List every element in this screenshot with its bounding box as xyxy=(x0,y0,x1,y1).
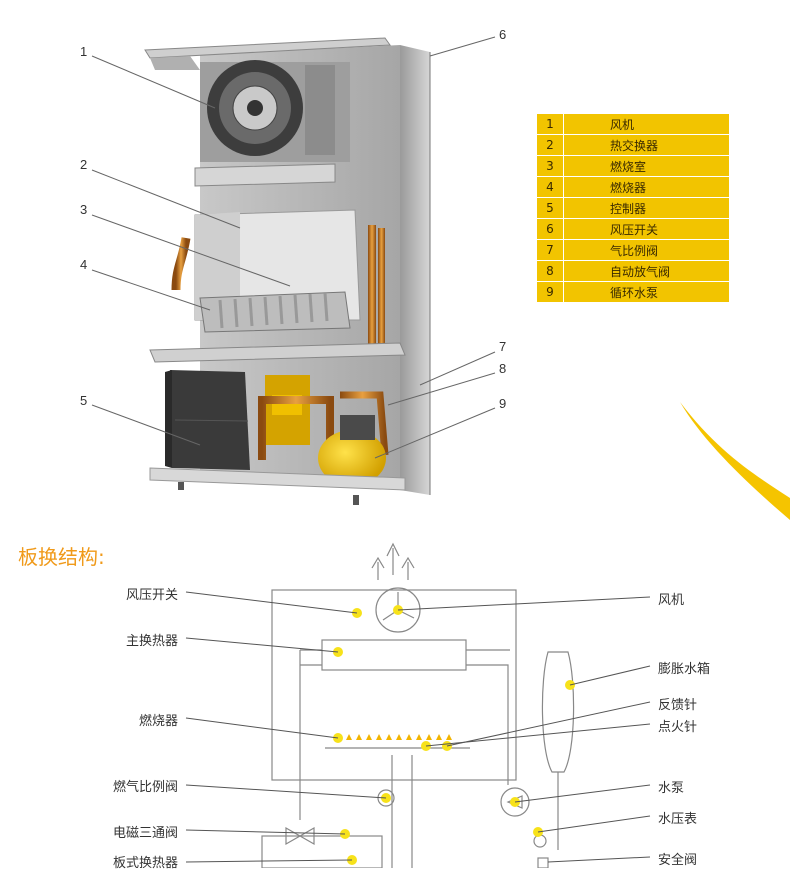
legend-num: 6 xyxy=(536,218,564,240)
legend-label: 控制器 xyxy=(563,197,730,219)
legend-label: 气比例阀 xyxy=(563,239,730,261)
label-expansion-tank: 膨胀水箱 xyxy=(658,662,711,677)
fan-unit xyxy=(200,60,350,162)
legend-num: 3 xyxy=(536,155,564,177)
label-water-pump: 水泵 xyxy=(658,781,685,796)
legend-label: 热交换器 xyxy=(563,134,730,156)
section-title: 板换结构: xyxy=(18,545,105,569)
label-ignition-pin: 点火针 xyxy=(658,720,698,735)
legend-label: 燃烧器 xyxy=(563,176,730,198)
label-feedback-pin: 反馈针 xyxy=(658,698,698,713)
circulation-pump xyxy=(318,415,386,486)
plate-exchanger-schematic xyxy=(185,542,651,868)
callout-7: 7 xyxy=(499,339,507,354)
label-pressure-gauge: 水压表 xyxy=(658,812,698,827)
callout-6: 6 xyxy=(499,27,507,42)
boiler-cutaway-illustration xyxy=(91,36,790,520)
label-main-heat-exchanger: 主换热器 xyxy=(125,634,178,649)
legend-label: 风机 xyxy=(563,113,730,135)
legend-num: 5 xyxy=(536,197,564,219)
legend-label: 自动放气阀 xyxy=(563,260,730,282)
callout-5: 5 xyxy=(80,393,88,408)
label-safety-valve: 安全阀 xyxy=(658,853,698,868)
decorative-sweep xyxy=(680,402,790,520)
callout-2: 2 xyxy=(80,157,88,172)
legend-num: 7 xyxy=(536,239,564,261)
burner xyxy=(199,291,351,333)
label-gas-proportional-valve: 燃气比例阀 xyxy=(112,780,178,795)
legend-num: 1 xyxy=(536,113,564,135)
callout-8: 8 xyxy=(499,361,507,376)
label-fan: 风机 xyxy=(658,593,685,608)
legend-num: 8 xyxy=(536,260,564,282)
right-panel xyxy=(400,45,430,495)
legend-num: 2 xyxy=(536,134,564,156)
label-plate-heat-exchanger: 板式换热器 xyxy=(112,856,178,871)
callout-3: 3 xyxy=(80,202,88,217)
callout-4: 4 xyxy=(80,257,88,272)
label-burner: 燃烧器 xyxy=(138,714,178,729)
label-three-way-valve: 电磁三通阀 xyxy=(112,826,178,841)
callout-1: 1 xyxy=(80,44,88,59)
legend-num: 4 xyxy=(536,176,564,198)
legend-label: 风压开关 xyxy=(563,218,730,240)
legend-label: 燃烧室 xyxy=(563,155,730,177)
legend-num: 9 xyxy=(536,281,564,303)
label-air-pressure-switch: 风压开关 xyxy=(125,588,178,603)
controller-box xyxy=(165,370,250,470)
legend-label: 循环水泵 xyxy=(563,281,730,303)
callout-9: 9 xyxy=(499,396,507,411)
